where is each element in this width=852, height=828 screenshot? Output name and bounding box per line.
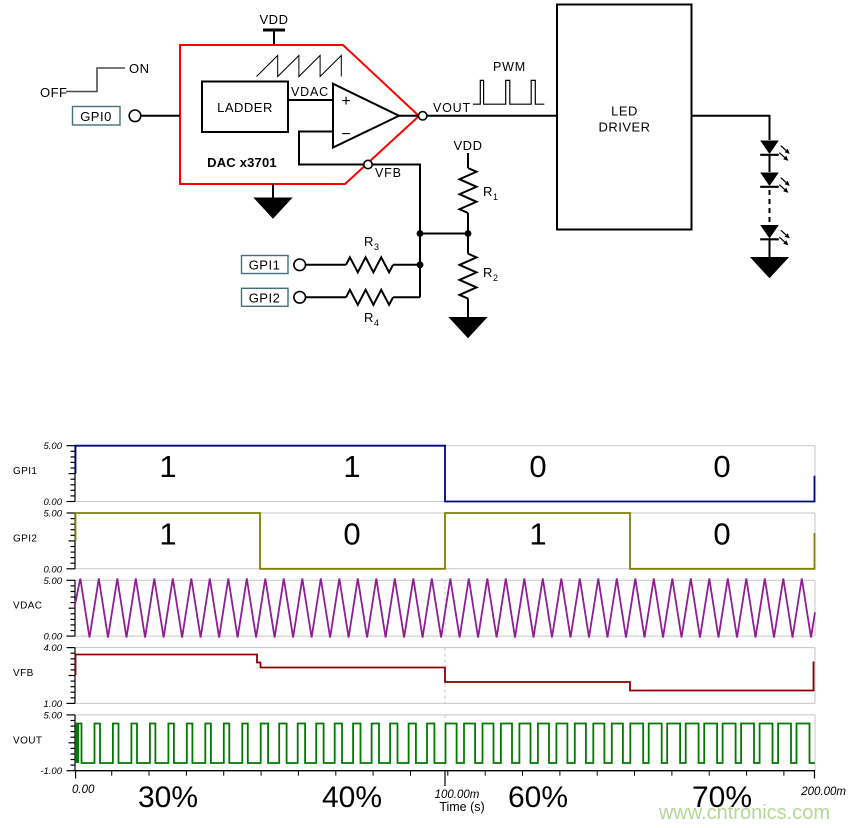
svg-text:0.00: 0.00: [44, 632, 63, 643]
svg-text:0: 0: [713, 517, 730, 552]
svg-text:1: 1: [493, 192, 498, 202]
svg-text:DAC x3701: DAC x3701: [207, 155, 277, 170]
svg-text:30%: 30%: [138, 781, 198, 814]
svg-text:−: −: [341, 126, 350, 143]
svg-text:0: 0: [529, 449, 546, 484]
svg-text:0.00: 0.00: [72, 784, 95, 796]
svg-text:1: 1: [159, 517, 176, 552]
svg-text:70%: 70%: [692, 781, 752, 814]
svg-text:5.00: 5.00: [44, 576, 63, 587]
svg-text:ON: ON: [129, 61, 150, 76]
svg-text:1.00: 1.00: [44, 699, 63, 710]
svg-text:0: 0: [713, 449, 730, 484]
svg-text:R: R: [483, 265, 493, 280]
svg-text:PWM: PWM: [493, 60, 526, 74]
svg-text:VFB: VFB: [375, 166, 402, 180]
svg-text:LED: LED: [611, 104, 638, 119]
svg-text:4.00: 4.00: [44, 643, 63, 654]
svg-text:1: 1: [159, 449, 176, 484]
svg-text:DRIVER: DRIVER: [598, 120, 650, 135]
svg-text:LADDER: LADDER: [217, 100, 273, 115]
svg-text:Time (s): Time (s): [439, 800, 484, 814]
svg-text:VOUT: VOUT: [13, 735, 42, 746]
svg-text:+: +: [341, 93, 350, 110]
svg-text:VDAC: VDAC: [13, 601, 42, 612]
svg-text:VDD: VDD: [260, 12, 289, 27]
svg-text:GPI2: GPI2: [249, 290, 281, 305]
svg-text:R: R: [483, 184, 493, 199]
svg-text:1: 1: [529, 517, 546, 552]
svg-text:4: 4: [374, 318, 379, 328]
svg-text:VFB: VFB: [13, 668, 34, 679]
svg-text:GPI2: GPI2: [13, 533, 37, 544]
svg-text:3: 3: [374, 242, 379, 252]
svg-text:5.00: 5.00: [44, 509, 63, 520]
svg-text:www.cntronics.com: www.cntronics.com: [658, 802, 830, 824]
svg-text:0: 0: [343, 517, 360, 552]
svg-text:0.00: 0.00: [44, 564, 63, 575]
svg-text:100.00m: 100.00m: [435, 789, 480, 801]
svg-text:1: 1: [343, 449, 360, 484]
svg-text:R: R: [364, 234, 374, 249]
svg-text:5.00: 5.00: [44, 441, 63, 452]
svg-text:200.00m: 200.00m: [800, 786, 846, 798]
svg-text:0.00: 0.00: [44, 497, 63, 508]
svg-text:OFF: OFF: [40, 85, 68, 100]
svg-text:R: R: [364, 310, 374, 325]
svg-text:-1.00: -1.00: [40, 766, 62, 777]
svg-text:40%: 40%: [322, 781, 382, 814]
svg-text:VOUT: VOUT: [433, 101, 471, 115]
svg-text:5.00: 5.00: [44, 710, 63, 721]
svg-text:GPI0: GPI0: [80, 109, 112, 124]
svg-text:GPI1: GPI1: [249, 258, 281, 273]
svg-text:2: 2: [493, 273, 498, 283]
svg-text:GPI1: GPI1: [13, 466, 37, 477]
svg-text:60%: 60%: [508, 781, 568, 814]
svg-text:VDD: VDD: [454, 138, 483, 153]
svg-text:VDAC: VDAC: [291, 85, 329, 99]
